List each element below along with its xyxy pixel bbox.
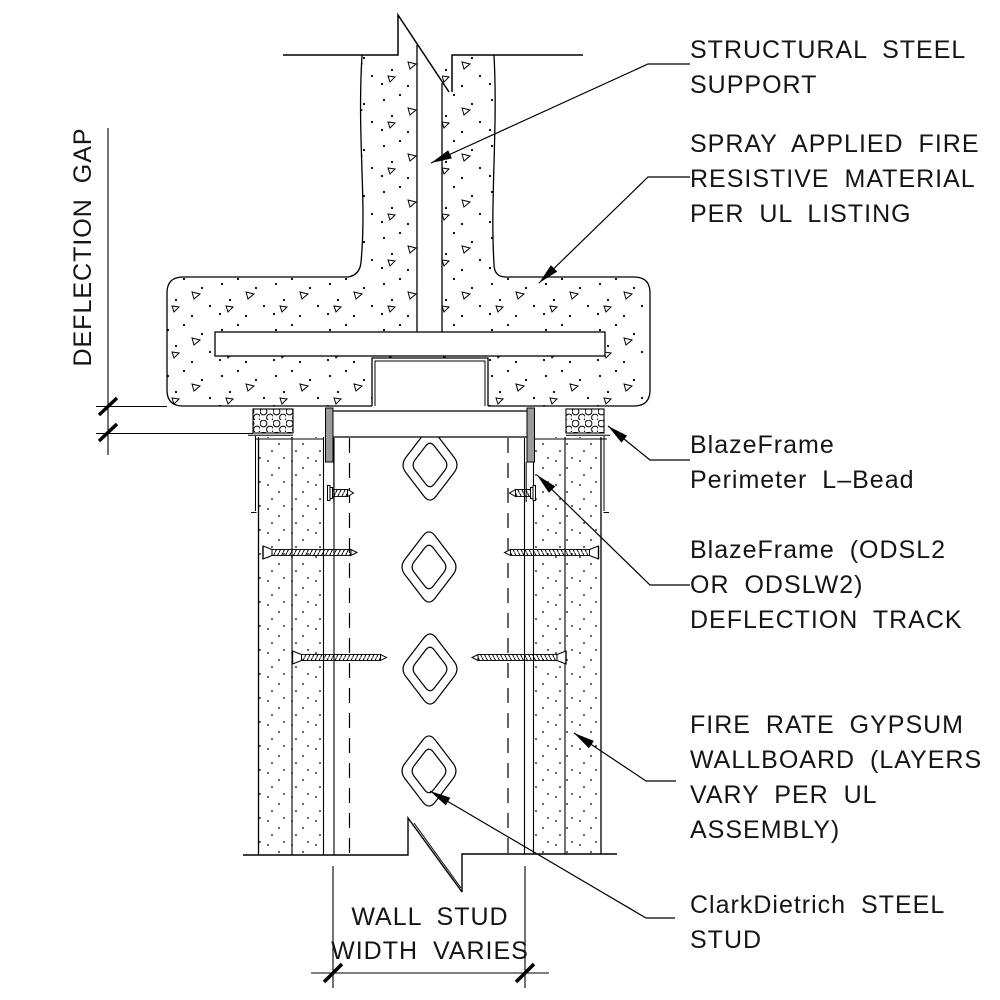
dimension-tick xyxy=(514,962,536,984)
stud-knockout xyxy=(401,531,457,603)
dimension-tick xyxy=(322,962,344,984)
leader-lines xyxy=(429,63,690,919)
perimeter-l-bead xyxy=(248,408,610,513)
callout-l-bead: BlazeFrame Perimeter L–Bead xyxy=(690,431,915,494)
dimension-tick xyxy=(97,422,119,443)
deflection-gap-dimension xyxy=(96,128,253,455)
leader-spray-fireproofing xyxy=(538,176,690,284)
track-leg-right xyxy=(526,407,535,463)
steel-beam-flange xyxy=(214,331,606,357)
stud-knockout xyxy=(402,633,458,705)
leader-steel-stud xyxy=(429,790,675,919)
callout-deflection-track: BlazeFrame (ODSL2 OR ODSLW2) DEFLECTION … xyxy=(690,536,963,634)
callout-structural-steel: STRUCTURAL STEEL SUPPORT xyxy=(690,36,967,99)
break-line-top xyxy=(283,12,583,93)
gypsum-wallboard-right xyxy=(532,437,607,854)
deflection-notch xyxy=(371,357,489,406)
deflection-gap-label: DEFLECTION GAP xyxy=(69,127,97,367)
callout-spray-fireproofing: SPRAY APPLIED FIRE RESISTIVE MATERIAL PE… xyxy=(690,130,980,228)
leader-deflection-track xyxy=(536,474,690,586)
leader-structural-steel xyxy=(430,63,690,164)
callout-steel-stud: ClarkDietrich STEEL STUD xyxy=(690,891,946,954)
track-leg-left xyxy=(325,407,334,463)
break-line-bottom xyxy=(243,815,617,893)
stud-knockout xyxy=(402,429,458,501)
wall-stud-width-dimension xyxy=(311,866,549,988)
dimension-tick xyxy=(97,396,119,417)
leader-l-bead xyxy=(607,425,690,461)
callout-gypsum-wallboard: FIRE RATE GYPSUM WALLBOARD (LAYERS VARY … xyxy=(690,711,983,844)
steel-stud xyxy=(333,429,526,855)
deflection-track xyxy=(325,407,535,502)
wall-stud-width-label: WALL STUD WIDTH VARIES xyxy=(331,903,529,965)
wall-assembly xyxy=(255,429,607,855)
stud-knockout xyxy=(401,735,457,807)
gypsum-wallboard-left xyxy=(255,437,325,855)
leader-gypsum xyxy=(573,732,676,782)
spray-fireproofing xyxy=(166,45,651,407)
